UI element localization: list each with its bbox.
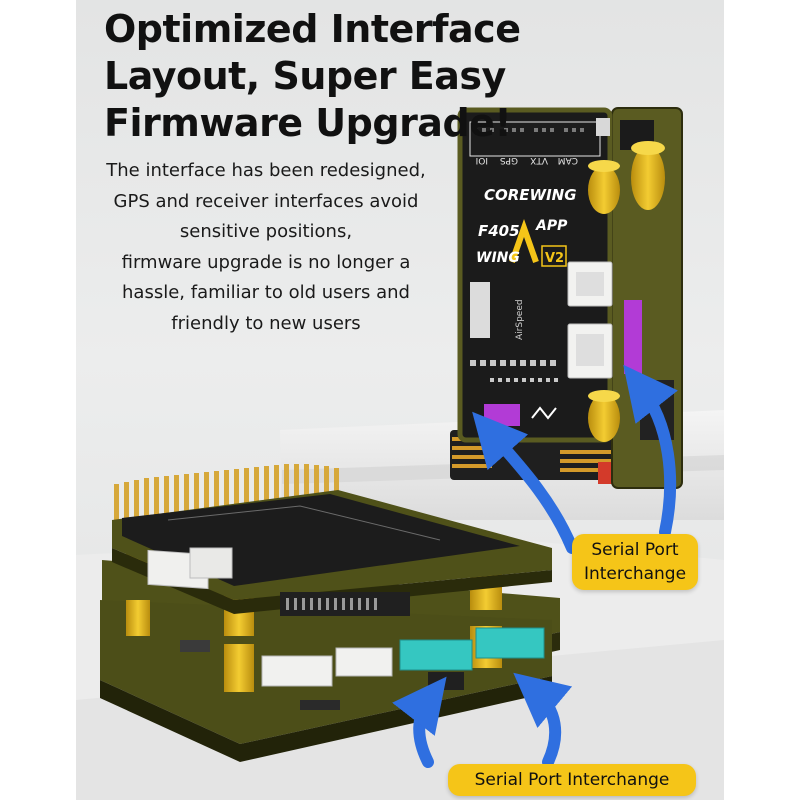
headline-line: Layout, Super Easy [104, 54, 506, 98]
description: The interface has been redesigned, GPS a… [96, 156, 436, 339]
arrow-up-icon [392, 676, 447, 768]
description-line: friendly to new users [171, 312, 361, 334]
wing-marking: WING [476, 250, 520, 266]
left-margin [0, 0, 76, 800]
board-port-label: GPS [500, 155, 518, 165]
purple-connector [484, 404, 520, 426]
white-connector [261, 655, 333, 687]
version-marking: V2 [545, 251, 564, 266]
description-line: hassle, familiar to old users and [122, 282, 410, 303]
stacked-flight-controllers [100, 464, 560, 762]
callout-line: Interchange [583, 564, 687, 584]
serial-port-callout-upper: Serial Port Interchange [572, 534, 698, 590]
right-margin [724, 0, 800, 800]
board-port-label: IOI [476, 155, 488, 165]
headline: Optimized Interface Layout, Super Easy F… [104, 6, 524, 147]
model-suffix: APP [535, 218, 568, 234]
model-marking: F405 [478, 222, 520, 240]
header-pins [114, 464, 339, 528]
teal-connector [475, 627, 545, 659]
board-port-label: CAM [558, 155, 578, 165]
brand-wordmark: COREWING [484, 186, 577, 204]
headline-line: Optimized Interface [104, 7, 521, 51]
interchange-arrows [392, 364, 678, 768]
description-line: GPS and receiver interfaces avoid [113, 190, 419, 212]
arrow-up-icon [472, 411, 578, 554]
airspeed-marking: AirSpeed [515, 299, 525, 340]
description-line: The interface has been redesigned, [106, 160, 426, 181]
headline-line: Firmware Upgrade! [104, 101, 512, 145]
callout-line: Serial Port [591, 540, 679, 560]
white-connector [335, 647, 393, 677]
description-line: firmware upgrade is no longer a [121, 251, 411, 273]
arrow-up-icon [623, 364, 678, 538]
arrow-up-icon [513, 672, 573, 768]
teal-connector [399, 639, 473, 671]
wing-logo [509, 218, 539, 263]
board-port-label: VTX [530, 155, 548, 165]
description-line: sensitive positions, [179, 221, 353, 242]
serial-port-callout-lower: Serial Port Interchange [448, 764, 696, 796]
